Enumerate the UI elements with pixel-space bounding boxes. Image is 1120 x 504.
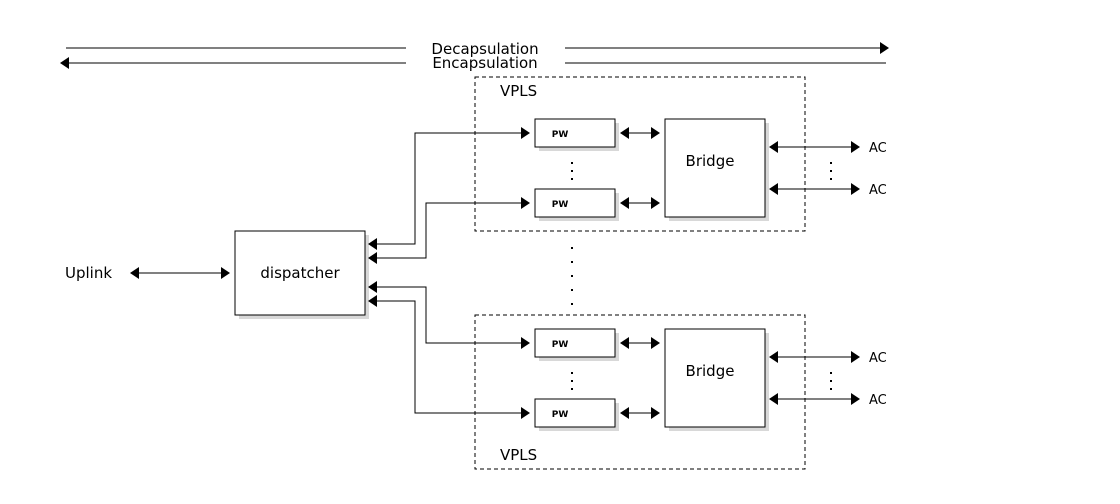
pw-ellipsis-top (571, 162, 573, 180)
pw-box (534, 328, 616, 358)
bridge-label: Bridge (686, 362, 735, 380)
ac-label: AC (869, 351, 887, 366)
pw-bridge-arrows-bottom (620, 337, 660, 419)
ac-ellipsis-top (830, 162, 832, 180)
encapsulation-label: Encapsulation (432, 54, 537, 72)
encapsulation-arrow (60, 57, 886, 69)
pw-box (534, 188, 616, 218)
bridge-ac-arrows-bottom (769, 351, 860, 405)
uplink-label: Uplink (65, 264, 112, 282)
pw-box (534, 398, 616, 428)
pw-box (534, 118, 616, 148)
bridge-box (664, 328, 766, 428)
pw-ellipsis-bottom (571, 372, 573, 390)
vpls-ellipsis (571, 247, 573, 305)
vpls-label-top: VPLS (500, 82, 537, 100)
bridge-ac-arrows-top (769, 141, 860, 195)
uplink-arrow (130, 267, 230, 279)
dispatcher-box (234, 230, 366, 316)
ac-label: AC (869, 141, 887, 156)
pw-label: PW (552, 340, 569, 350)
bridge-label: Bridge (686, 152, 735, 170)
pw-bridge-arrows-top (620, 127, 660, 209)
ac-label: AC (869, 183, 887, 198)
vpls-container-bottom (474, 314, 806, 470)
ac-label: AC (869, 393, 887, 408)
vpls-container-top (474, 76, 806, 232)
decapsulation-label: Decapsulation (431, 40, 538, 58)
decapsulation-arrow (66, 42, 889, 54)
pw-label: PW (552, 410, 569, 420)
vpls-label-bottom: VPLS (500, 446, 537, 464)
dispatcher-to-pw-connectors (368, 127, 530, 419)
pw-label: PW (552, 130, 569, 140)
dispatcher-label: dispatcher (260, 264, 340, 282)
bridge-box (664, 118, 766, 218)
pw-label: PW (552, 200, 569, 210)
ac-ellipsis-bottom (830, 372, 832, 390)
